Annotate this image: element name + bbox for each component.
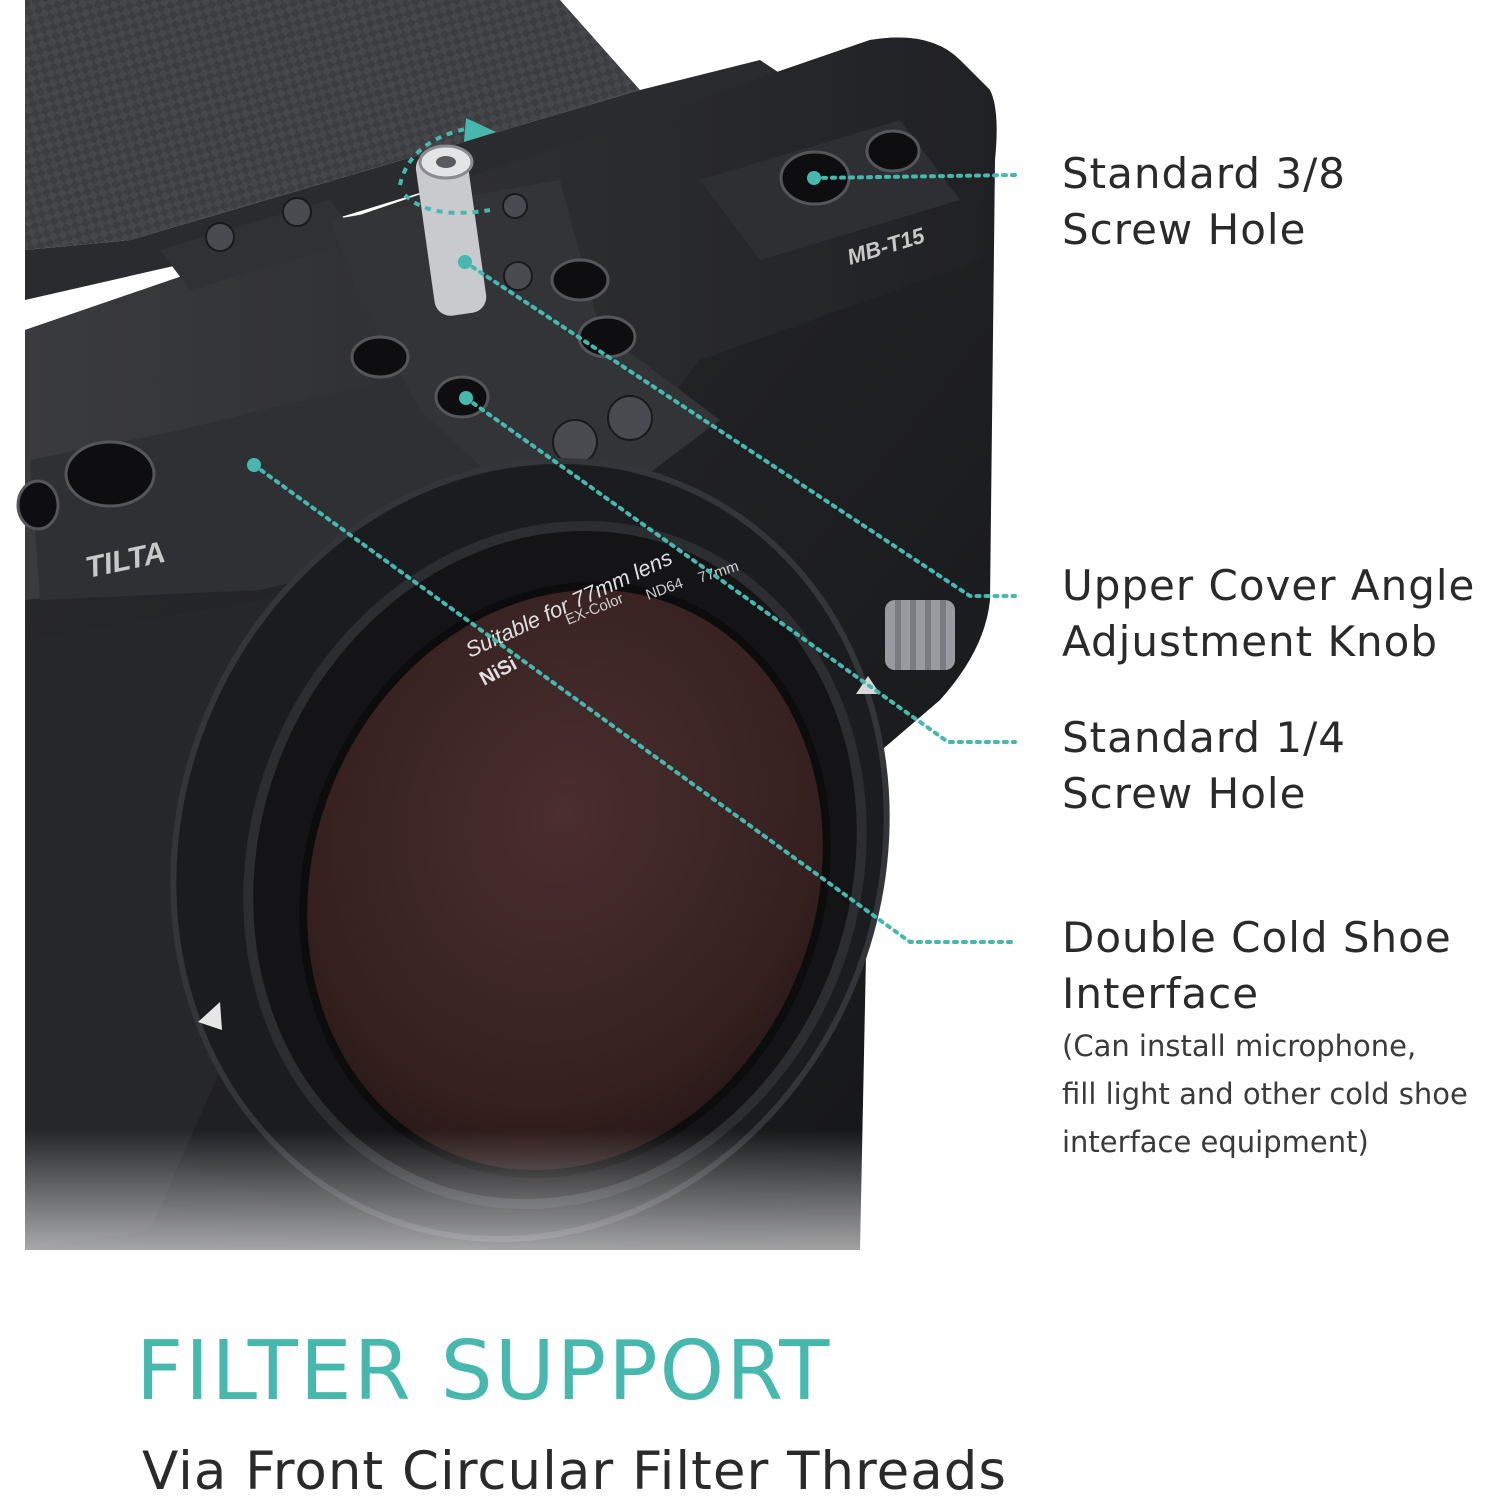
callout-title-line: Screw Hole	[1062, 769, 1307, 818]
callout-note-line: interface equipment)	[1062, 1125, 1369, 1159]
headline: FILTER SUPPORT	[136, 1324, 832, 1419]
hex-screws	[205, 193, 653, 465]
rotation-arrow-tail	[403, 193, 491, 215]
leader-lines	[252, 173, 1017, 944]
leader-1-4-hole	[464, 396, 1017, 744]
callout-title-line: Standard 3/8	[1062, 149, 1347, 198]
callout-note-line: fill light and other cold shoe	[1062, 1077, 1468, 1111]
callout-angle-adjustment-knob: Upper Cover Angle Adjustment Knob	[1062, 558, 1475, 670]
callout-3-8-screw-hole: Standard 3/8 Screw Hole	[1062, 146, 1346, 258]
leader-cold-shoe	[252, 463, 1017, 944]
callout-title-line: Interface	[1062, 969, 1260, 1018]
center-mount-block	[330, 180, 720, 540]
callout-title-line: Double Cold Shoe	[1062, 913, 1452, 962]
callout-title-line: Upper Cover Angle	[1062, 561, 1476, 610]
leader-dots	[247, 171, 821, 472]
callout-1-4-screw-hole: Standard 1/4 Screw Hole	[1062, 710, 1346, 822]
subline: Via Front Circular Filter Threads	[142, 1441, 1008, 1502]
callout-title-line: Standard 1/4	[1062, 713, 1347, 762]
callout-double-cold-shoe: Double Cold Shoe Interface (Can install …	[1062, 910, 1468, 1166]
top-flag	[25, 0, 640, 250]
ring-index-arrow	[198, 1002, 222, 1030]
angle-adjustment-knob	[415, 144, 487, 316]
callout-note-line: (Can install microphone,	[1062, 1029, 1417, 1063]
leader-3-8-hole	[812, 173, 1017, 180]
lock-lever	[885, 600, 955, 670]
cold-shoe-rail	[160, 200, 360, 290]
callout-title-line: Adjustment Knob	[1062, 617, 1438, 666]
rotation-arrow-head	[464, 118, 496, 142]
screw-holes	[16, 129, 921, 531]
callout-note: (Can install microphone, fill light and …	[1062, 1022, 1468, 1166]
bottom-fade	[0, 1130, 1500, 1330]
callout-title-line: Screw Hole	[1062, 205, 1307, 254]
leader-angle-knob	[463, 260, 1017, 598]
